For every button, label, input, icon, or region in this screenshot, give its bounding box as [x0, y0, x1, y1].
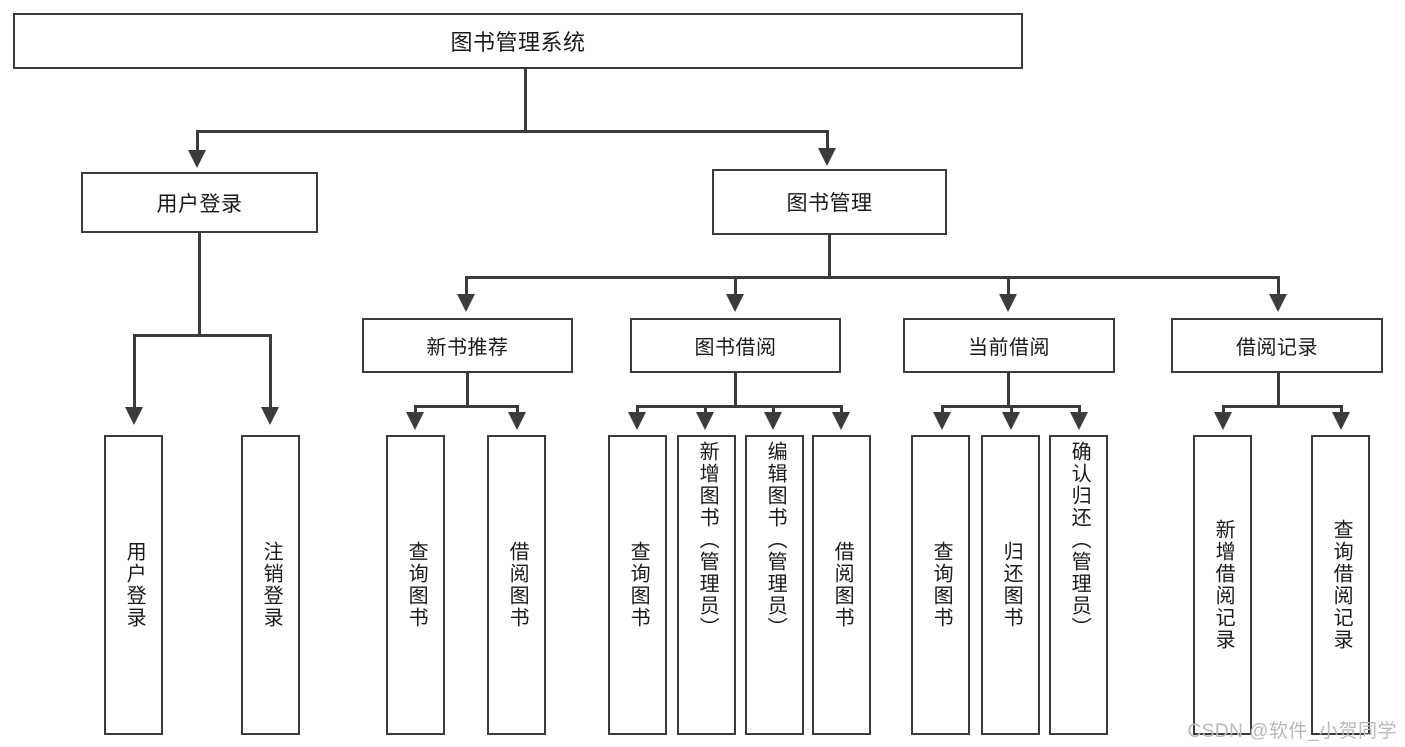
node-label: 图书管理: [786, 192, 873, 215]
leaf-label: 新增图书（管理员）: [696, 441, 719, 639]
arrowhead-bm-to-new-book: [457, 294, 475, 312]
leaf-label: 查询图书: [930, 541, 953, 629]
connector-user-login-to-leaf-1: [133, 334, 136, 409]
connector-user-login-stem: [198, 233, 201, 336]
node-root-book-management-system[interactable]: 图书管理系统: [13, 13, 1023, 69]
connector-root-to-book-management: [826, 130, 829, 152]
node-label: 图书借阅: [694, 337, 777, 359]
node-book-borrow[interactable]: 图书借阅: [630, 318, 841, 373]
node-user-login[interactable]: 用户登录: [81, 172, 318, 233]
arrowhead-bm-to-current-borrow: [999, 294, 1017, 312]
arrowhead-current-borrow-leaf-2: [1002, 412, 1020, 430]
connector-new-book-stem: [466, 373, 469, 407]
leaf-query-borrow-record[interactable]: 查询借阅记录: [1311, 435, 1370, 735]
arrowhead-user-login-leaf-2: [261, 407, 279, 425]
connector-book-borrow-leaf-3: [772, 405, 775, 415]
node-current-borrow[interactable]: 当前借阅: [903, 318, 1115, 373]
connector-current-borrow-stem: [1007, 373, 1010, 407]
leaf-borrow-book[interactable]: 借阅图书: [812, 435, 871, 735]
connector-current-borrow-leaf-3: [1078, 405, 1081, 415]
connector-user-login-bus: [133, 334, 271, 337]
arrowhead-new-book-leaf-2: [508, 412, 526, 430]
arrowhead-borrow-record-leaf-2: [1332, 412, 1350, 430]
connector-bm-to-new-book: [465, 276, 468, 296]
leaf-borrow-book-recommend[interactable]: 借阅图书: [487, 435, 546, 735]
leaf-label: 确认归还（管理员）: [1068, 441, 1091, 639]
leaf-add-book-admin[interactable]: 新增图书（管理员）: [677, 435, 736, 735]
arrowhead-root-to-user-login: [188, 150, 206, 168]
arrowhead-book-borrow-leaf-4: [832, 412, 850, 430]
arrowhead-book-borrow-leaf-3: [764, 412, 782, 430]
connector-new-book-leaf-1: [414, 405, 417, 415]
connector-user-login-to-leaf-2: [269, 334, 272, 409]
leaf-label: 编辑图书（管理员）: [764, 441, 787, 639]
arrowhead-bm-to-book-borrow: [726, 294, 744, 312]
connector-new-book-bus: [414, 405, 519, 408]
node-label: 图书管理系统: [450, 30, 586, 55]
leaf-label: 查询图书: [405, 541, 428, 629]
connector-root-stem: [524, 69, 527, 132]
connector-book-borrow-stem: [734, 373, 737, 407]
connector-current-borrow-leaf-2: [1010, 405, 1013, 415]
node-borrow-record[interactable]: 借阅记录: [1171, 318, 1383, 373]
node-label: 借阅记录: [1236, 337, 1318, 359]
arrowhead-borrow-record-leaf-1: [1214, 412, 1232, 430]
leaf-query-book-recommend[interactable]: 查询图书: [386, 435, 445, 735]
connector-borrow-record-stem: [1277, 373, 1280, 407]
node-new-book-recommend[interactable]: 新书推荐: [362, 318, 573, 373]
connector-borrow-record-bus: [1222, 405, 1343, 408]
connector-new-book-leaf-2: [516, 405, 519, 415]
arrowhead-current-borrow-leaf-1: [933, 412, 951, 430]
connector-book-borrow-leaf-1: [636, 405, 639, 415]
watermark-text: CSDN @软件_小贺同学: [1187, 721, 1397, 742]
leaf-label: 归还图书: [1000, 541, 1023, 629]
connector-root-to-user-login: [196, 130, 199, 152]
arrowhead-user-login-leaf-1: [125, 407, 143, 425]
leaf-label: 查询借阅记录: [1330, 519, 1353, 651]
connector-bm-to-book-borrow: [734, 276, 737, 296]
leaf-label: 用户登录: [123, 541, 146, 629]
leaf-label: 查询图书: [627, 541, 650, 629]
leaf-label: 借阅图书: [831, 541, 854, 629]
node-label: 新书推荐: [426, 337, 509, 359]
connector-book-borrow-leaf-4: [840, 405, 843, 415]
leaf-label: 借阅图书: [506, 541, 529, 629]
node-label: 用户登录: [156, 192, 243, 216]
arrowhead-book-borrow-leaf-1: [628, 412, 646, 430]
leaf-confirm-return-admin[interactable]: 确认归还（管理员）: [1049, 435, 1108, 735]
connector-borrow-record-leaf-1: [1222, 405, 1225, 415]
leaf-query-book-borrow[interactable]: 查询图书: [608, 435, 667, 735]
arrowhead-book-borrow-leaf-2: [696, 412, 714, 430]
leaf-return-book[interactable]: 归还图书: [981, 435, 1040, 735]
connector-book-borrow-bus: [636, 405, 843, 408]
connector-book-management-stem: [828, 235, 831, 278]
connector-borrow-record-leaf-2: [1340, 405, 1343, 415]
connector-book-management-bus: [465, 276, 1277, 279]
arrowhead-bm-to-borrow-record: [1269, 294, 1287, 312]
connector-bm-to-current-borrow: [1007, 276, 1010, 296]
connector-current-borrow-leaf-1: [941, 405, 944, 415]
connector-root-bus: [196, 130, 828, 133]
node-book-management[interactable]: 图书管理: [712, 169, 947, 235]
connector-book-borrow-leaf-2: [704, 405, 707, 415]
leaf-user-login[interactable]: 用户登录: [104, 435, 163, 735]
leaf-label: 新增借阅记录: [1212, 519, 1235, 651]
leaf-label: 注销登录: [260, 541, 283, 629]
node-label: 当前借阅: [968, 337, 1050, 359]
leaf-logout[interactable]: 注销登录: [241, 435, 300, 735]
arrowhead-current-borrow-leaf-3: [1070, 412, 1088, 430]
leaf-query-book-current[interactable]: 查询图书: [911, 435, 970, 735]
leaf-add-borrow-record[interactable]: 新增借阅记录: [1193, 435, 1252, 735]
connector-bm-to-borrow-record: [1277, 276, 1280, 296]
arrowhead-new-book-leaf-1: [406, 412, 424, 430]
arrowhead-root-to-book-management: [818, 148, 836, 166]
leaf-edit-book-admin[interactable]: 编辑图书（管理员）: [745, 435, 804, 735]
